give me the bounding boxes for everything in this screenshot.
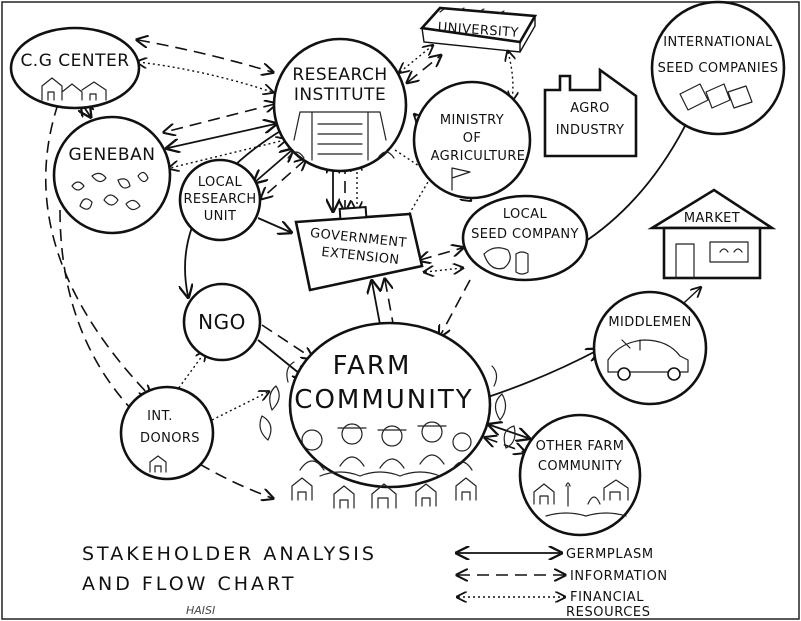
legend-financial-label-line2: RESOURCES [566, 605, 651, 620]
financial-arrow-research-seedco [394, 149, 470, 200]
node-label-line3: AGRICULTURE [431, 149, 526, 164]
node-label-line1: AGRO [570, 101, 610, 116]
node-label: UNIVERSITY [437, 20, 519, 41]
diagram-title: STAKEHOLDER ANALYSIS AND FLOW CHART HAIS… [82, 543, 377, 617]
node-label-line2: RESEARCH [183, 192, 256, 207]
legend-financial-label-line1: FINANCIAL [570, 590, 644, 605]
node-ngo: NGO [182, 282, 262, 362]
node-label: MIDDLEMEN [608, 315, 691, 330]
car-wheel-icon [667, 367, 681, 381]
node-label-line1: INTERNATIONAL [663, 35, 773, 50]
legend: GERMPLASM INFORMATION FINANCIAL RESOURCE… [458, 547, 668, 620]
node-label: MARKET [684, 211, 740, 226]
node-university: UNIVERSITY [419, 6, 538, 53]
info-arrow-research-university [408, 56, 440, 82]
node-other-farm-community: OTHER FARM COMMUNITY [518, 413, 642, 537]
node-market: MARKET [647, 188, 777, 280]
node-local-research-unit: LOCAL RESEARCH UNIT [178, 158, 262, 242]
node-label-line1: LOCAL [198, 175, 243, 190]
legend-information-label: INFORMATION [570, 569, 668, 584]
node-middlemen: MIDDLEMEN [592, 290, 708, 406]
building-icon [149, 455, 167, 473]
node-label-line2: SEED COMPANIES [658, 61, 779, 76]
node-label-line1: MINISTRY [440, 113, 504, 128]
node-label-line1: RESEARCH [292, 65, 387, 85]
node-int-donors: INT. DONORS [119, 385, 215, 481]
node-label: GENEBAN [69, 145, 156, 165]
car-icon [607, 339, 689, 373]
node-label-line2: COMMUNITY [538, 459, 622, 474]
car-wheel-icon [617, 367, 631, 381]
financial-arrow-extension-seedco [425, 268, 462, 272]
germplasm-arrow-farm-middlemen [484, 350, 598, 399]
flag-icon [451, 167, 471, 191]
market-stall-icon [675, 241, 749, 279]
node-label-line1: INT. [147, 409, 173, 424]
node-label-line2: OF [463, 131, 482, 146]
info-arrow-ngo-farm [261, 324, 312, 358]
node-label-line2: INDUSTRY [556, 123, 625, 138]
node-label-line2: SEED COMPANY [471, 227, 579, 242]
node-research-institute: RESEARCH INSTITUTE [272, 37, 408, 173]
village-icon [533, 479, 629, 517]
node-label-line3: UNIT [204, 209, 237, 224]
info-arrow-research-localunit [262, 160, 305, 198]
node-label-line1: FARM [333, 351, 412, 381]
book-binding-icon [439, 7, 505, 14]
seed-sack-icon [483, 247, 529, 275]
info-arrow-seedco-farm [440, 279, 471, 336]
clipboard-clip-icon [338, 206, 368, 220]
seeds-icon [71, 171, 149, 211]
plants-icon [259, 361, 516, 449]
node-label-line1: OTHER FARM [536, 439, 625, 454]
seed-packets-icon [679, 83, 753, 111]
node-government-extension: GOVERNMENT EXTENSION [294, 206, 424, 292]
node-ministry-of-agriculture: MINISTRY OF AGRICULTURE [412, 80, 532, 200]
title-line2: AND FLOW CHART [82, 573, 296, 595]
node-label: NGO [198, 310, 246, 334]
greenhouse-icon [287, 111, 395, 161]
info-arrow-cg-donors [44, 103, 150, 396]
financial-arrow-cg-research [138, 62, 272, 92]
farmers-icon [299, 421, 473, 477]
legend-germplasm-label: GERMPLASM [566, 547, 654, 562]
germplasm-arrow-seedco-international [579, 112, 692, 246]
financial-arrow-donors-farm [211, 392, 268, 421]
node-geneban: GENEBAN [52, 115, 172, 235]
village-houses-icon [291, 477, 477, 509]
artist-signature: HAISI [186, 604, 215, 617]
connections [44, 40, 700, 498]
info-arrow-geneban-farm [59, 209, 272, 498]
node-label-line2: INSTITUTE [294, 85, 386, 105]
node-farm-community: FARM COMMUNITY [259, 321, 516, 509]
buildings-icon [41, 77, 107, 101]
title-line1: STAKEHOLDER ANALYSIS [82, 543, 377, 565]
node-label-line1: LOCAL [503, 207, 548, 222]
node-label: C.G CENTER [20, 51, 129, 71]
financial-arrow-university-ministry [508, 52, 513, 100]
germplasm-arrow-localunit-extension [257, 217, 290, 232]
node-agro-industry: AGRO INDUSTRY [543, 67, 638, 158]
node-label-line2: COMMUNITY [294, 385, 473, 415]
node-cg-center: C.G CENTER [9, 26, 141, 110]
node-local-seed-company: LOCAL SEED COMPANY [461, 194, 589, 282]
node-international-seed-companies: INTERNATIONAL SEED COMPANIES [650, 0, 786, 136]
node-label-line2: DONORS [140, 431, 200, 446]
info-arrow-extension-seedco [420, 248, 462, 260]
